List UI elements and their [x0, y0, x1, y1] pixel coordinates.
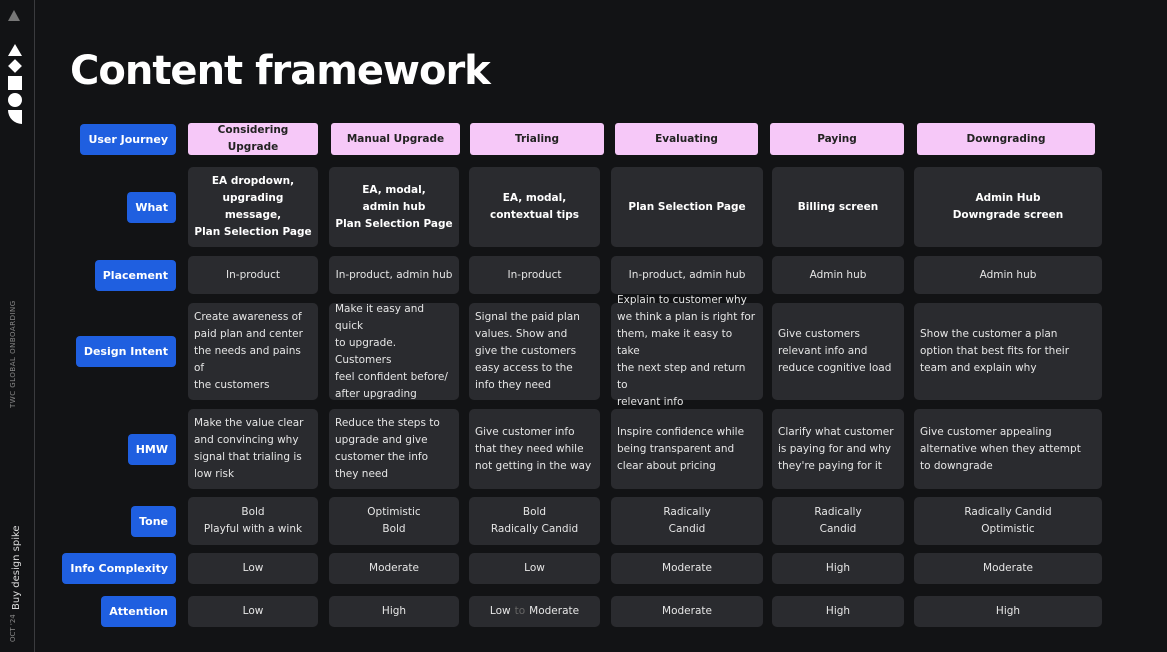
- row-label: HMW: [127, 433, 176, 465]
- table-cell: Moderate: [611, 596, 763, 627]
- table-cell: Low: [188, 553, 318, 584]
- column-header: Considering Upgrade: [188, 123, 318, 155]
- table-cell: Moderate: [329, 553, 459, 584]
- table-cell: EA, modal, admin hub Plan Selection Page: [329, 167, 459, 247]
- table-cell: Low: [469, 553, 600, 584]
- table-cell: Radically Candid: [772, 497, 904, 545]
- brand-shapes-logo: [8, 44, 22, 124]
- range-sep: to: [514, 605, 526, 617]
- table-cell: Radically Candid: [611, 497, 763, 545]
- table-cell: Signal the paid plan values. Show and gi…: [469, 303, 600, 400]
- table-cell: Optimistic Bold: [329, 497, 459, 545]
- table-cell: In-product: [469, 256, 600, 294]
- table-cell: Create awareness of paid plan and center…: [188, 303, 318, 400]
- table-cell: Radically Candid Optimistic: [914, 497, 1102, 545]
- table-cell: High: [772, 596, 904, 627]
- table-cell: Reduce the steps to upgrade and give cus…: [329, 409, 459, 489]
- row-info-complexity: Info Complexity Low Moderate Low Moderate Hig…: [0, 553, 1167, 584]
- atlassian-logo-icon: [8, 10, 20, 21]
- row-label: Info Complexity: [62, 553, 176, 584]
- table-cell: Make it easy and quick to upgrade. Custo…: [329, 303, 459, 400]
- row-label: Attention: [101, 596, 176, 627]
- row-placement: Placement In-product In-product, admin hub…: [0, 256, 1167, 294]
- table-cell: In-product, admin hub: [611, 256, 763, 294]
- range-from: Low: [489, 605, 511, 617]
- column-header: Paying: [770, 123, 904, 155]
- table-cell: Explain to customer why we think a plan …: [611, 294, 763, 408]
- table-cell: Make the value clear and convincing why …: [188, 409, 318, 489]
- table-cell: EA dropdown, upgrading message, Plan Sel…: [188, 167, 318, 247]
- row-design-intent: Design Intent Create awareness of paid pl…: [0, 294, 1167, 408]
- table-cell: Inspire confidence while being transpare…: [611, 409, 763, 489]
- row-what: What EA dropdown, upgrading message, Plan…: [0, 167, 1167, 247]
- row-hmw: HMW Make the value clear and convincing w…: [0, 409, 1167, 489]
- table-cell: Admin Hub Downgrade screen: [914, 167, 1102, 247]
- column-header: Manual Upgrade: [331, 123, 460, 155]
- row-label: Tone: [131, 505, 176, 537]
- table-cell: Admin hub: [914, 256, 1102, 294]
- table-cell: High: [914, 596, 1102, 627]
- page-title: Content framework: [70, 48, 491, 94]
- table-cell: In-product: [188, 256, 318, 294]
- row-user-journey: User Journey Considering Upgrade Manual Up…: [0, 123, 1167, 155]
- table-cell: Moderate: [611, 553, 763, 584]
- table-cell: In-product, admin hub: [329, 256, 459, 294]
- table-cell: Give customers relevant info and reduce …: [772, 303, 904, 400]
- table-cell: High: [772, 553, 904, 584]
- table-cell: Admin hub: [772, 256, 904, 294]
- row-label: What: [127, 191, 176, 223]
- row-label: Placement: [94, 259, 176, 291]
- sidebar: TWC GLOBAL ONBOARDING OCT '24 Buy design…: [0, 0, 35, 652]
- column-header: Evaluating: [615, 123, 758, 155]
- table-cell: Bold Radically Candid: [469, 497, 600, 545]
- table-cell: Give customer appealing alternative when…: [914, 409, 1102, 489]
- table-cell: Plan Selection Page: [611, 167, 763, 247]
- table-cell: Low: [188, 596, 318, 627]
- table-cell: EA, modal, contextual tips: [469, 167, 600, 247]
- table-cell: Clarify what customer is paying for and …: [772, 409, 904, 489]
- table-cell: Show the customer a plan option that bes…: [914, 303, 1102, 400]
- column-header: Downgrading: [917, 123, 1095, 155]
- column-header: Trialing: [470, 123, 604, 155]
- table-cell: Moderate: [914, 553, 1102, 584]
- row-label: Design Intent: [75, 336, 176, 367]
- row-label: User Journey: [80, 123, 176, 155]
- table-cell: High: [329, 596, 459, 627]
- table-cell: Give customer info that they need while …: [469, 409, 600, 489]
- table-cell: Bold Playful with a wink: [188, 497, 318, 545]
- table-cell: Billing screen: [772, 167, 904, 247]
- range-to: Moderate: [529, 605, 580, 617]
